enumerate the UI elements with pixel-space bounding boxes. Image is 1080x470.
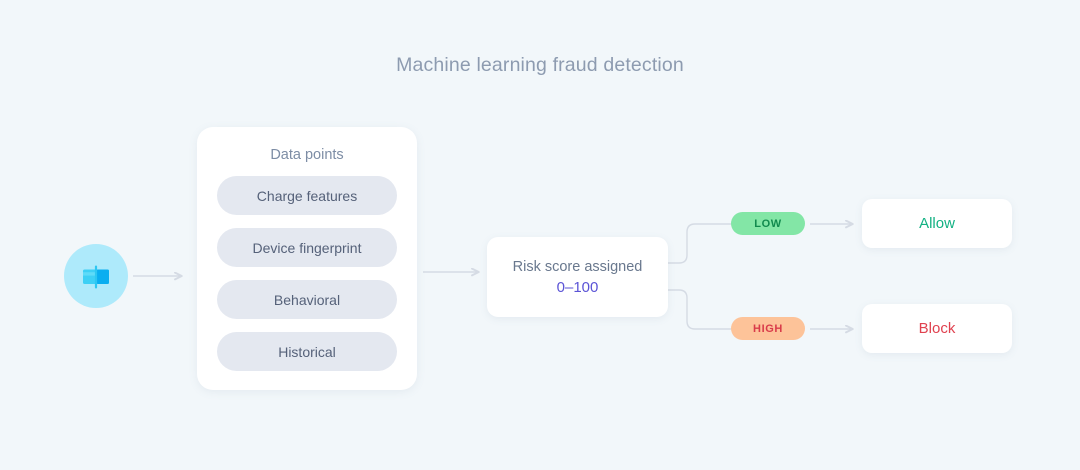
data-points-heading: Data points: [270, 147, 344, 163]
source-node: [64, 244, 128, 308]
risk-score-range: 0–100: [556, 278, 599, 296]
risk-badge-high: HIGH: [731, 317, 805, 340]
connector-risk-to-high: [667, 289, 732, 330]
page-title: Machine learning fraud detection: [396, 54, 684, 76]
data-point-item: Device fingerprint: [217, 228, 397, 267]
outcome-block: Block: [862, 304, 1012, 353]
credit-card-icon: [83, 265, 109, 289]
data-points-card: Data points Charge features Device finge…: [197, 127, 417, 390]
risk-badge-low: LOW: [731, 212, 805, 235]
data-point-item: Charge features: [217, 176, 397, 215]
data-points-list: Charge features Device fingerprint Behav…: [197, 176, 417, 371]
data-point-item: Behavioral: [217, 280, 397, 319]
outcome-allow: Allow: [862, 199, 1012, 248]
risk-score-node: Risk score assigned 0–100: [487, 237, 668, 317]
risk-score-label: Risk score assigned: [512, 258, 643, 275]
connector-risk-to-low: [667, 223, 732, 264]
data-point-item: Historical: [217, 332, 397, 371]
